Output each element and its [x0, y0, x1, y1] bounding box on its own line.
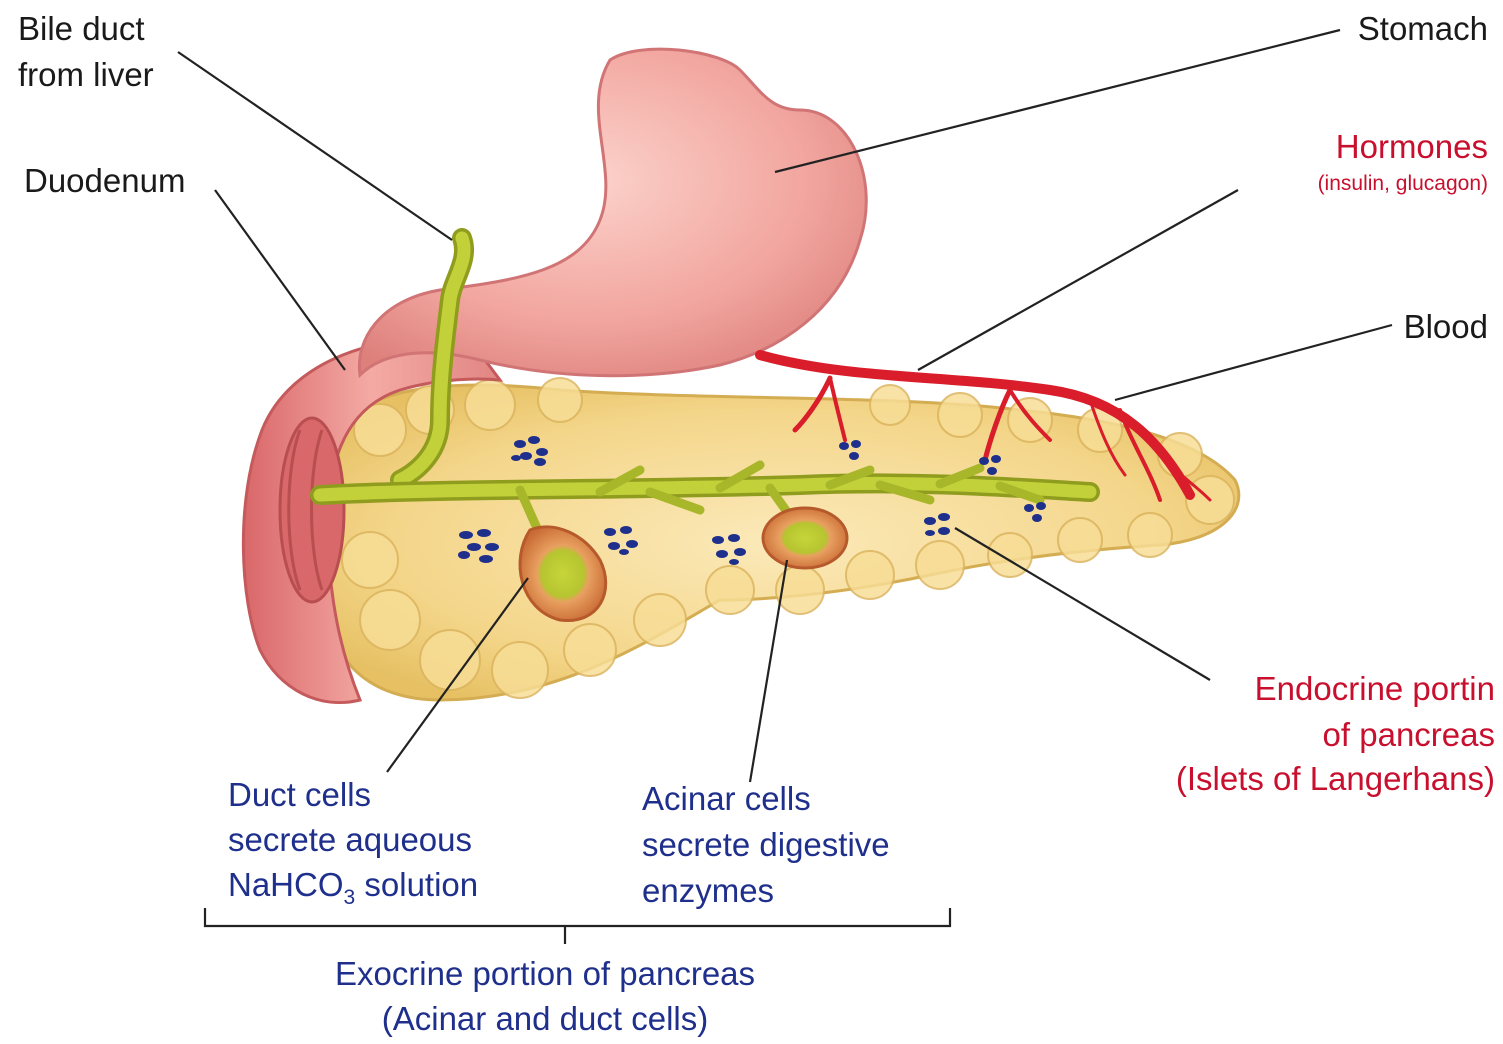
label-acinar-cells-line3: enzymes	[642, 872, 774, 909]
label-hormones: Hormones	[1336, 128, 1488, 165]
label-bile-duct-line2: from liver	[18, 56, 154, 93]
leader-bile-duct	[178, 52, 452, 240]
label-blood: Blood	[1404, 308, 1488, 345]
acinus-right	[763, 508, 847, 568]
label-acinar-cells-line1: Acinar cells	[642, 780, 811, 817]
label-exocrine-line2: (Acinar and duct cells)	[382, 1000, 708, 1037]
label-nahco-suffix: solution	[355, 866, 478, 903]
label-stomach: Stomach	[1358, 10, 1488, 47]
label-bile-duct-line1: Bile duct	[18, 10, 145, 47]
label-duodenum: Duodenum	[24, 162, 185, 199]
stomach	[359, 49, 866, 376]
leader-hormones	[918, 190, 1238, 370]
label-endocrine-line1: Endocrine portin	[1255, 670, 1495, 707]
label-endocrine-line2: of pancreas	[1323, 716, 1495, 753]
label-nahco-subscript: 3	[344, 886, 356, 909]
leader-stomach	[775, 30, 1340, 172]
label-duct-cells-line3: NaHCO3 solution	[228, 866, 478, 909]
label-acinar-cells-line2: secrete digestive	[642, 826, 890, 863]
label-endocrine-line3: (Islets of Langerhans)	[1176, 760, 1495, 797]
label-duct-cells-line2: secrete aqueous	[228, 821, 472, 858]
label-hormones-detail: (insulin, glucagon)	[1318, 172, 1488, 195]
exocrine-bracket	[205, 908, 950, 944]
label-exocrine-line1: Exocrine portion of pancreas	[335, 955, 755, 992]
leader-duodenum	[215, 190, 345, 370]
label-nahco-prefix: NaHCO	[228, 866, 344, 903]
label-duct-cells-line1: Duct cells	[228, 776, 371, 813]
leader-blood	[1115, 325, 1392, 400]
